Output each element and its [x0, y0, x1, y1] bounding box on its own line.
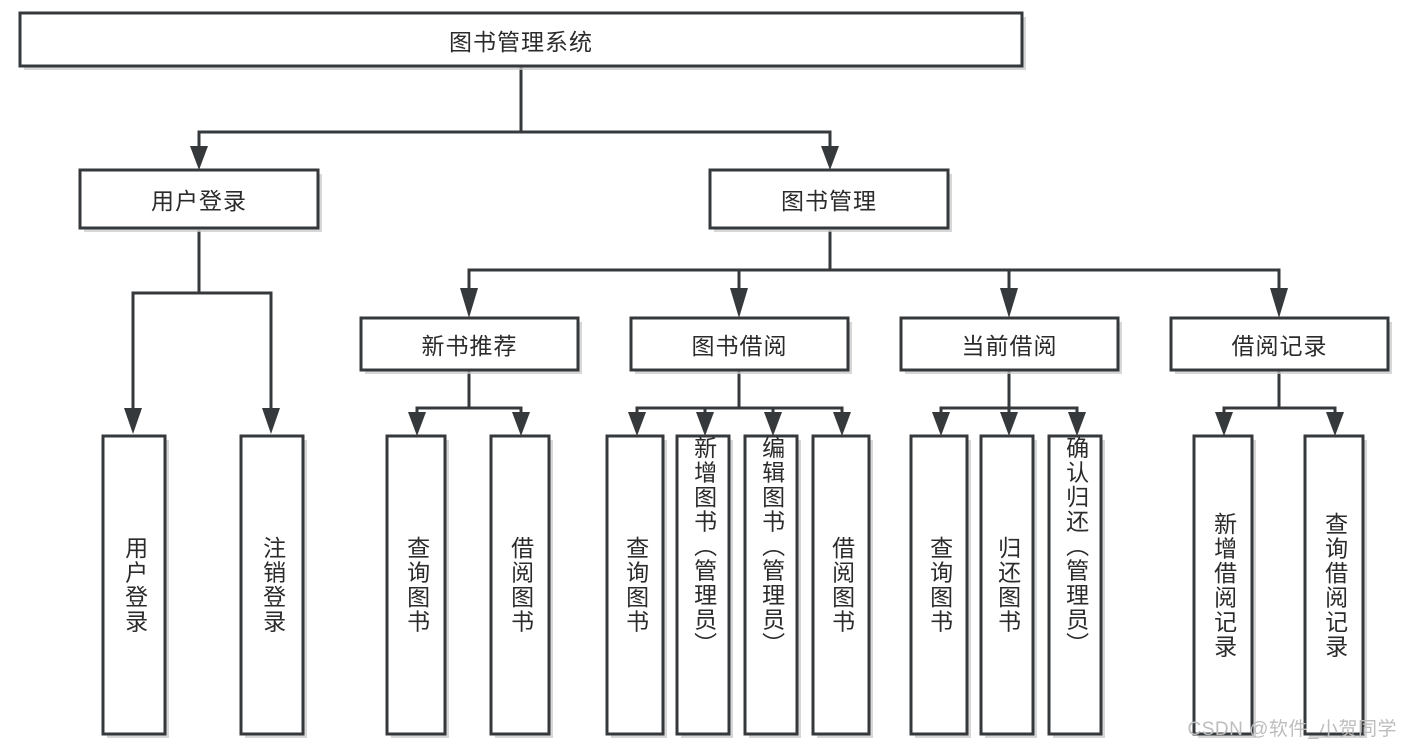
node-layer: [18, 11, 1392, 738]
arrow-head-leaf-query-book-1: [408, 412, 426, 436]
new-book-recommend-node-box[interactable]: [359, 316, 580, 372]
leaf-query-record-box[interactable]: [1303, 434, 1365, 736]
user-login-node-box[interactable]: [78, 168, 320, 230]
arrow-head-leaf-edit-book: [764, 412, 782, 436]
leaf-query-book-3-box[interactable]: [909, 434, 969, 736]
arrow-head-leaf-borrow-book-1: [512, 412, 530, 436]
leaf-logout-login-box[interactable]: [239, 434, 305, 736]
leaf-confirm-return-box[interactable]: [1047, 434, 1103, 736]
leaf-query-book-1-box[interactable]: [385, 434, 447, 736]
book-management-node-box[interactable]: [708, 168, 950, 230]
arrow-head-leaf-query-record: [1326, 412, 1344, 436]
arrow-head-leaf-query-book-2: [628, 412, 646, 436]
arrow-head-leaf-confirm-return: [1068, 412, 1086, 436]
root-node-box[interactable]: [18, 11, 1024, 68]
csdn-watermark: CSDN @软件_小贺同学: [1187, 719, 1397, 740]
arrow-head-leaf-borrow-book-2: [833, 412, 851, 436]
leaf-add-record-box[interactable]: [1192, 434, 1254, 736]
leaf-query-book-2-box[interactable]: [605, 434, 665, 736]
leaf-return-book-box[interactable]: [979, 434, 1035, 736]
leaf-borrow-book-2-box[interactable]: [811, 434, 871, 736]
arrow-head-leaf-user-login: [124, 408, 142, 434]
arrow-head-leaf-query-book-3: [932, 412, 950, 436]
arrow-head-user-login: [190, 146, 208, 170]
arrow-head-new-book-recommend: [460, 288, 478, 318]
leaf-add-book-box[interactable]: [675, 434, 731, 736]
arrow-head-book-borrow: [730, 288, 748, 318]
arrow-head-leaf-logout: [262, 408, 280, 434]
leaf-user-login-box[interactable]: [101, 434, 167, 736]
arrow-head-book-management: [821, 146, 839, 170]
leaf-edit-book-box[interactable]: [743, 434, 799, 736]
current-borrow-node-box[interactable]: [899, 316, 1120, 372]
arrow-head-leaf-add-book: [696, 412, 714, 436]
arrow-head-leaf-return-book: [1000, 412, 1018, 436]
arrow-head-leaf-add-record: [1215, 412, 1233, 436]
book-borrow-node-box[interactable]: [629, 316, 850, 372]
borrow-record-node-box[interactable]: [1169, 316, 1390, 372]
arrow-head-borrow-record: [1270, 288, 1288, 318]
arrow-head-current-borrow: [1000, 288, 1018, 318]
leaf-borrow-book-1-box[interactable]: [489, 434, 551, 736]
connector-layer: [124, 64, 1344, 436]
